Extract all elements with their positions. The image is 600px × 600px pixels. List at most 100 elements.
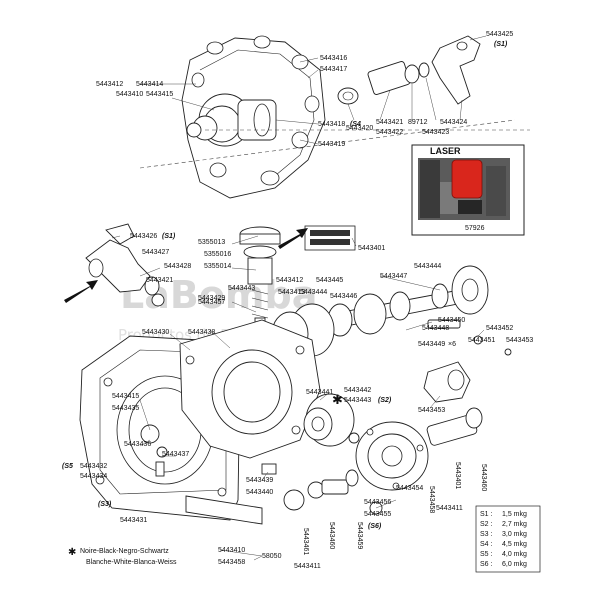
label-5443419: 5443419	[318, 141, 345, 148]
label-5443420: 5443420	[346, 125, 373, 132]
label-5443424: 5443424	[440, 119, 467, 126]
torque-key-s3: S3 :	[480, 531, 493, 538]
label-5443418: 5443418	[318, 121, 345, 128]
laser-inset: LASER 57926	[411, 144, 525, 236]
label-5443415-low: 5443415	[112, 393, 139, 400]
label-5443444-mid: 5443444	[300, 289, 327, 296]
label-5443401: 5443401	[358, 245, 385, 252]
label-5443453-low: 5443453	[418, 407, 445, 414]
label-5443428: 5443428	[164, 263, 191, 270]
label-5443457: 5443457	[198, 299, 225, 306]
label-5443445: 5443445	[316, 277, 343, 284]
vertical-labels: 5443458 5443401 5443460 5443461 5443460 …	[302, 462, 487, 555]
label-5355013: 5355013	[198, 239, 225, 246]
label-5443415: 5443415	[146, 91, 173, 98]
label-s1-top: (S1)	[494, 41, 508, 48]
inset-title: LASER	[430, 146, 461, 156]
label-58050: 58050	[262, 553, 282, 560]
vlabel-5443459: 5443459	[356, 522, 363, 549]
label-5443435: 5443435	[112, 405, 139, 412]
label-s1-mid: (S1)	[162, 233, 176, 240]
vlabel-5443460-right: 5443460	[480, 464, 487, 491]
star-legend-icon: ✱	[68, 547, 76, 558]
torque-val-s6: 6,0 mkg	[502, 561, 527, 568]
torque-key-s4: S4 :	[480, 541, 493, 548]
label-5443430: 5443430	[142, 329, 169, 336]
legend-white: Blanche-White-Blanca-Weiss	[86, 559, 177, 566]
label-5443422: 5443422	[376, 129, 403, 136]
label-5443411-right: 5443411	[436, 505, 463, 512]
label-5443417: 5443417	[320, 66, 347, 73]
vlabel-5443401: 5443401	[454, 462, 461, 489]
label-5443451: 5443451	[468, 337, 495, 344]
top-flange-assembly	[139, 35, 530, 199]
label-x6: ×6	[448, 341, 456, 348]
color-legend: Noire-Black-Negro-Schwartz Blanche-White…	[80, 548, 177, 566]
label-5443437: 5443437	[162, 451, 189, 458]
legend-black: Noire-Black-Negro-Schwartz	[80, 548, 169, 555]
label-5443446: 5443446	[330, 293, 357, 300]
torque-val-s4: 4,5 mkg	[502, 541, 527, 548]
label-5443456: 5443456	[364, 499, 391, 506]
label-5443411-bottom: 5443411	[294, 563, 321, 570]
label-5443453: 5443453	[506, 337, 533, 344]
inset-part-number: 57926	[465, 225, 485, 232]
label-5443450: 5443450	[438, 317, 465, 324]
torque-key-s2: S2 :	[480, 521, 493, 528]
label-5443412-mid: 5443412	[276, 277, 303, 284]
label-5355014: 5355014	[204, 263, 231, 270]
label-5443449: 5443449	[418, 341, 445, 348]
label-5443421-mid: 5443421	[146, 277, 173, 284]
label-5443410: 5443410	[116, 91, 143, 98]
torque-key-s5: S5 :	[480, 551, 493, 558]
pipe-5443427	[85, 239, 151, 293]
torque-val-s3: 3,0 mkg	[502, 531, 527, 538]
label-5355016: 5355016	[204, 251, 231, 258]
label-5443443: 5443443	[344, 397, 371, 404]
laser-red-part	[451, 159, 483, 199]
label-5443448: 5443448	[422, 325, 449, 332]
label-5443416: 5443416	[320, 55, 347, 62]
label-5443443-mid: 5443443	[228, 285, 255, 292]
label-5443410-legend: 5443410	[218, 547, 245, 554]
label-5443426: 5443426	[130, 233, 157, 240]
label-5443427: 5443427	[142, 249, 169, 256]
torque-table: S1 : 1,5 mkg S2 : 2,7 mkg S3 : 3,0 mkg S…	[475, 505, 541, 573]
label-5443434: 5443434	[80, 473, 107, 480]
flow-arrows	[64, 228, 308, 303]
torque-val-s1: 1,5 mkg	[502, 511, 527, 518]
vlabel-5443458: 5443458	[428, 486, 435, 513]
label-s3: (S3)	[98, 501, 112, 508]
label-s6: (S6)	[368, 523, 382, 530]
label-5443431: 5443431	[120, 517, 147, 524]
label-5443423: 5443423	[422, 129, 449, 136]
label-5443432: 5443432	[80, 463, 107, 470]
label-5443447: 5443447	[380, 273, 407, 280]
label-5443440: 5443440	[246, 489, 273, 496]
lower-pump-body	[79, 319, 483, 525]
leader-lines	[111, 35, 487, 561]
torque-key-s6: S6 :	[480, 561, 493, 568]
part-labels: 5443425 (S1) 5443416 5443417 5443412 544…	[62, 31, 533, 570]
label-5443414: 5443414	[136, 81, 163, 88]
label-5443442: 5443442	[344, 387, 371, 394]
label-s5: (S5	[62, 463, 73, 470]
star-marker-black: ✱	[332, 393, 343, 408]
torque-key-s1: S1 :	[480, 511, 493, 518]
label-5443439: 5443439	[246, 477, 273, 484]
label-s2: (S2)	[378, 397, 392, 404]
label-5443454: 5443454	[396, 485, 423, 492]
label-5443444-top: 5443444	[414, 263, 441, 270]
label-5443429: 5443429	[198, 295, 225, 302]
label-5443452: 5443452	[486, 325, 513, 332]
torque-val-s2: 2,7 mkg	[502, 521, 527, 528]
vlabel-5443460-bottom: 5443460	[328, 522, 335, 549]
label-89712: 89712	[408, 119, 428, 126]
vlabel-5443461: 5443461	[302, 528, 309, 555]
label-5443455: 5443455	[364, 511, 391, 518]
label-s4: (S4	[350, 121, 361, 128]
label-5443412: 5443412	[96, 81, 123, 88]
label-5443458-legend: 5443458	[218, 559, 245, 566]
label-5443441: 5443441	[306, 389, 333, 396]
